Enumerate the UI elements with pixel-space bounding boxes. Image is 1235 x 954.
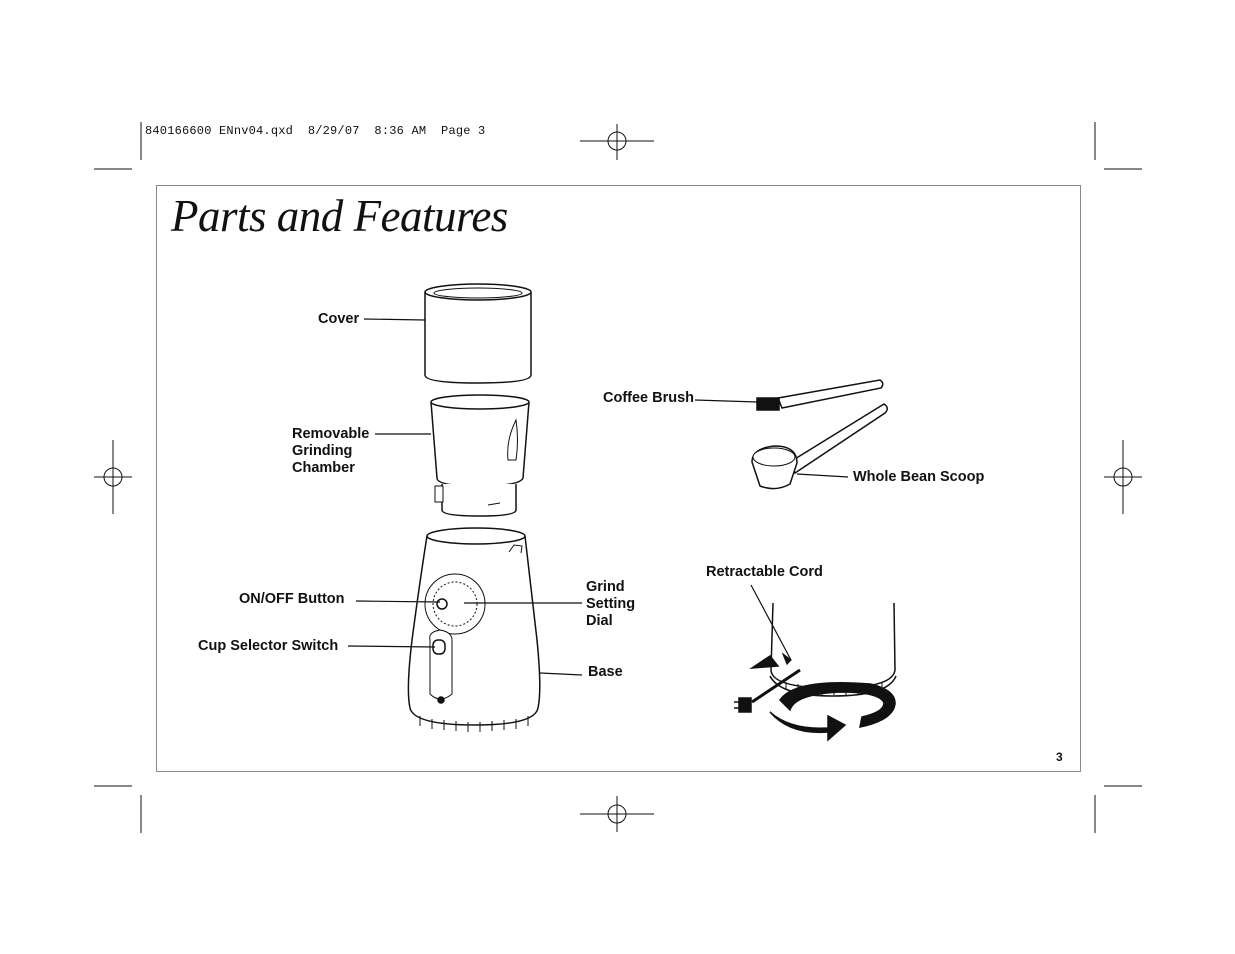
label-whole-bean-scoop: Whole Bean Scoop bbox=[853, 469, 985, 485]
page-number: 3 bbox=[1056, 750, 1063, 764]
label-cover: Cover bbox=[318, 311, 360, 327]
page-title: Parts and Features bbox=[171, 191, 508, 241]
label-grind-setting-dial: Grind Setting Dial bbox=[586, 579, 635, 630]
cover-drawing bbox=[424, 283, 532, 384]
print-slug: 840166600 ENnv04.qxd 8/29/07 8:36 AM Pag… bbox=[145, 124, 486, 138]
registration-marks bbox=[94, 124, 1142, 832]
label-base: Base bbox=[588, 664, 623, 680]
whole-bean-scoop-drawing bbox=[751, 403, 888, 490]
label-removable-line1: Removable bbox=[292, 426, 370, 442]
label-grind-line2: Setting bbox=[586, 596, 636, 612]
label-removable-line2: Grinding bbox=[292, 443, 353, 459]
label-cup-selector-switch: Cup Selector Switch bbox=[198, 638, 339, 654]
content-frame bbox=[156, 185, 1081, 772]
crop-marks bbox=[94, 122, 1142, 833]
label-on-off-button: ON/OFF Button bbox=[239, 591, 345, 607]
label-removable-line3: Chamber bbox=[292, 460, 355, 476]
base-ridges bbox=[419, 716, 529, 732]
label-retractable-cord: Retractable Cord bbox=[706, 564, 823, 580]
label-removable-grinding-chamber: Removable Grinding Chamber bbox=[292, 426, 369, 477]
label-grind-line1: Grind bbox=[586, 579, 625, 595]
leader-lines bbox=[347, 318, 849, 676]
label-grind-line3: Dial bbox=[586, 613, 613, 629]
grinding-chamber-drawing bbox=[430, 394, 530, 517]
retractable-cord-drawing bbox=[734, 602, 897, 742]
label-coffee-brush: Coffee Brush bbox=[603, 390, 695, 406]
coffee-brush-drawing bbox=[756, 379, 884, 411]
